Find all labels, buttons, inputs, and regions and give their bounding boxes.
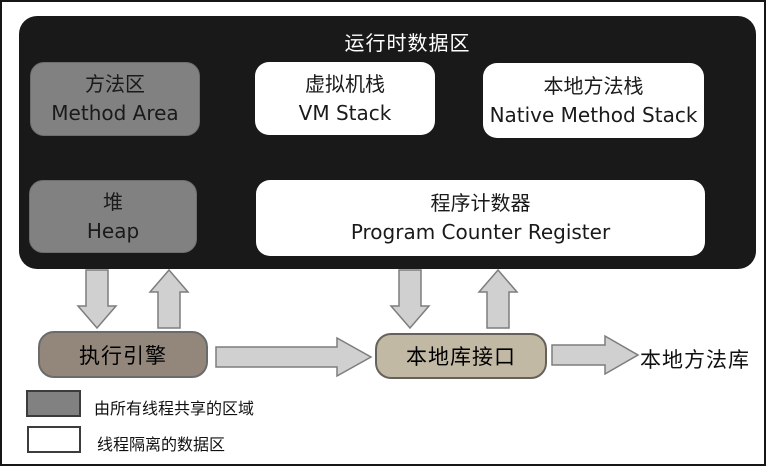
runtime-data-area-container: 运行时数据区 方法区 Method Area 虚拟机栈 VM Stack 本地方…	[19, 16, 756, 269]
heap-label-en: Heap	[86, 218, 140, 243]
vm-stack-label-zh: 虚拟机栈	[305, 71, 385, 96]
program-counter-register-box: 程序计数器 Program Counter Register	[256, 180, 705, 256]
native-library-interface-box: 本地库接口	[375, 333, 547, 379]
legend-label-isolated: 线程隔离的数据区	[97, 435, 226, 454]
legend-swatch-shared	[26, 390, 81, 417]
runtime-data-area-title: 运行时数据区	[344, 31, 471, 55]
native-library-interface-label: 本地库接口	[406, 345, 516, 369]
heap-label-zh: 堆	[103, 189, 123, 214]
arrow-up-engine-to-runtime-icon	[148, 268, 190, 329]
program-counter-register-label-en: Program Counter Register	[350, 220, 611, 244]
legend-label-shared: 由所有线程共享的区域	[94, 399, 255, 418]
native-method-stack-label-zh: 本地方法栈	[543, 73, 644, 98]
native-method-stack-box: 本地方法栈 Native Method Stack	[483, 63, 704, 138]
heap-box: 堆 Heap	[29, 180, 197, 253]
arrow-down-runtime-to-engine-icon	[76, 269, 118, 330]
legend-swatch-isolated	[27, 426, 81, 453]
vm-stack-box: 虚拟机栈 VM Stack	[255, 62, 435, 135]
method-area-label-zh: 方法区	[85, 72, 145, 96]
execution-engine-box: 执行引擎	[38, 331, 208, 378]
arrow-down-runtime-to-interface-icon	[389, 269, 431, 330]
native-method-library-label: 本地方法库	[640, 348, 750, 372]
program-counter-register-label-zh: 程序计数器	[430, 191, 531, 215]
arrow-up-interface-to-runtime-icon	[477, 268, 519, 329]
arrow-right-engine-to-interface-icon	[215, 336, 373, 378]
method-area-box: 方法区 Method Area	[30, 62, 200, 136]
method-area-label-en: Method Area	[51, 101, 179, 125]
native-method-stack-label-en: Native Method Stack	[489, 102, 698, 127]
execution-engine-label: 执行引擎	[79, 343, 167, 368]
arrow-right-interface-to-library-icon	[551, 334, 640, 376]
vm-stack-label-en: VM Stack	[298, 100, 392, 125]
